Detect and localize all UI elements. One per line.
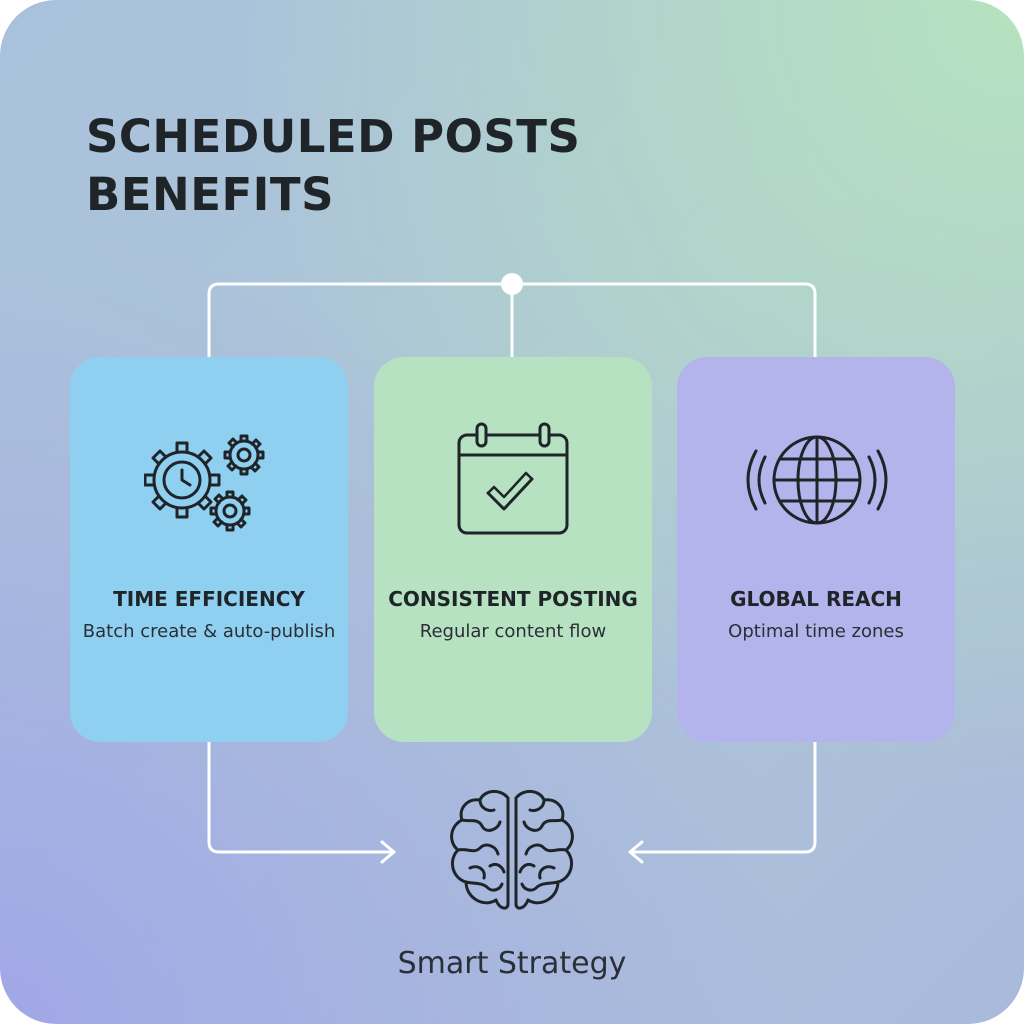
outcome-label: Smart Strategy [397,946,627,981]
card-description: Batch create & auto-publish [82,621,336,642]
calendar-check-icon [457,422,569,535]
right-arrowhead [628,840,644,864]
left-flow-connector [207,740,396,854]
card-global-reach: GLOBAL REACH Optimal time zones [677,357,955,742]
card-title: TIME EFFICIENCY [113,587,305,611]
junction-node [501,273,523,295]
brain-icon [450,790,574,910]
right-flow-connector [628,740,817,854]
card-title: CONSISTENT POSTING [388,587,638,611]
card-consistent-posting: CONSISTENT POSTING Regular content flow [374,357,652,742]
card-description: Optimal time zones [728,621,904,642]
globe-broadcast-icon [746,435,888,525]
card-description: Regular content flow [419,621,607,642]
page-title: SCHEDULED POSTS BENEFITS [86,108,580,224]
card-time-efficiency: TIME EFFICIENCY Batch create & auto-publ… [70,357,348,742]
title-line-1: SCHEDULED POSTS [86,110,581,163]
gears-clock-icon [144,434,265,532]
left-arrowhead [380,840,396,864]
title-line-2: BENEFITS [86,168,335,221]
card-title: GLOBAL REACH [730,587,902,611]
